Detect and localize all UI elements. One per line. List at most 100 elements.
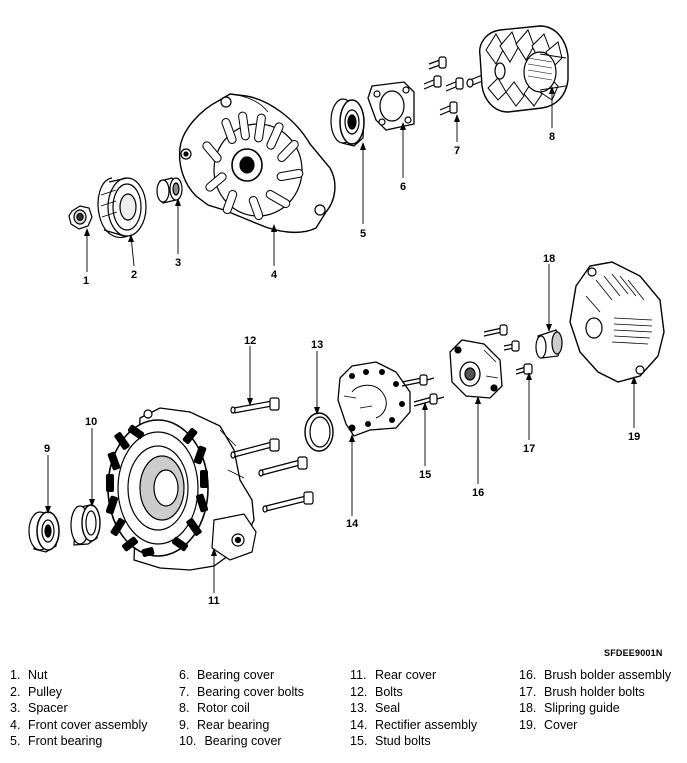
legend-label: Seal — [375, 701, 401, 715]
part-spacer — [156, 177, 183, 204]
legend-label: Rectifier assembly — [375, 717, 478, 732]
legend-label: Spacer — [28, 701, 68, 715]
legend-item: 12.Bolts — [350, 684, 403, 701]
callout-16: 16 — [472, 487, 484, 499]
alternator-exploded-diagram: 1 2 3 4 5 6 7 8 9 10 11 12 13 14 15 16 1… — [28, 25, 665, 607]
callout-14: 14 — [346, 518, 359, 530]
leader-lines — [47, 88, 635, 593]
part-bolts — [230, 397, 314, 513]
legend-number: 13. — [350, 701, 368, 715]
legend-item: 10. Bearing cover — [179, 733, 282, 750]
callout-19: 19 — [628, 431, 640, 443]
legend-column-4: 16. Brush bolder assembly 17. Brush holder… — [519, 667, 671, 734]
legend-item: 18. Slipring guide — [519, 700, 620, 717]
part-pulley — [97, 177, 147, 239]
legend-label: Pulley — [28, 684, 63, 699]
legend-label: Stud bolts — [375, 734, 431, 748]
legend-number: 17. — [519, 684, 537, 699]
callout-11: 11 — [208, 595, 220, 607]
legend-number: 5. — [10, 734, 21, 748]
legend-label: Rear cover — [375, 668, 437, 682]
legend-item: 7. Bearing cover bolts — [179, 684, 304, 701]
legend-label: Bearing cover bolts — [197, 684, 305, 699]
part-rear-bearing — [28, 511, 60, 553]
legend-number: 3. — [10, 701, 21, 715]
callout-7: 7 — [454, 145, 460, 157]
callout-2: 2 — [131, 269, 137, 281]
callout-12: 12 — [244, 335, 256, 347]
legend-number: 10. — [179, 734, 197, 748]
parts-legend: 1. Nut 2. Pulley 3. Spacer 4. Front cover as… — [0, 667, 687, 757]
legend-number: 2. — [10, 684, 21, 699]
legend-number: 11. — [350, 668, 367, 682]
legend-number: 14. — [350, 717, 368, 732]
callout-9: 9 — [44, 443, 50, 455]
legend-number: 16. — [519, 668, 537, 682]
callout-10: 10 — [85, 416, 97, 428]
legend-number: 1. — [10, 668, 21, 682]
legend-label: Slipring guide — [544, 701, 620, 715]
part-nut — [68, 205, 93, 230]
part-rotor-coil — [466, 25, 569, 113]
legend-item: 19.Cover — [519, 717, 577, 734]
callout-18: 18 — [543, 253, 555, 265]
legend-label: Brush holder bolts — [544, 684, 645, 699]
part-rear-cover — [105, 407, 257, 571]
legend-item: 11. Rear cover — [350, 667, 436, 684]
legend-label: Bearing cover — [201, 734, 282, 748]
legend-label: Rear bearing — [197, 717, 270, 732]
legend-number: 12. — [350, 684, 368, 699]
callout-15: 15 — [419, 469, 431, 481]
part-bearing-cover — [367, 81, 415, 131]
callout-8: 8 — [549, 131, 555, 143]
legend-item: 2. Pulley — [10, 684, 62, 701]
legend-column-1: 1. Nut 2. Pulley 3. Spacer 4. Front cover as… — [10, 667, 147, 750]
legend-number: 18. — [519, 701, 537, 715]
legend-item: 6. Bearing cover — [179, 667, 274, 684]
callout-13: 13 — [311, 339, 323, 351]
legend-item: 4. Front cover assembly — [10, 717, 147, 734]
legend-label: Rotor coil — [197, 701, 250, 715]
part-cover — [569, 261, 665, 383]
legend-item: 17. Brush holder bolts — [519, 684, 645, 701]
legend-item: 8. Rotor coil — [179, 700, 250, 717]
callout-5: 5 — [360, 228, 366, 240]
legend-number: 15. — [350, 734, 368, 748]
legend-column-2: 6. Bearing cover 7. Bearing cover bolts 8.… — [179, 667, 304, 750]
legend-label: Cover — [544, 717, 578, 732]
part-front-bearing — [330, 98, 365, 147]
part-seal — [304, 412, 334, 452]
callout-3: 3 — [175, 257, 181, 269]
legend-item: 1. Nut — [10, 667, 47, 684]
legend-number: 6. — [179, 668, 190, 682]
legend-number: 4. — [10, 717, 21, 732]
legend-column-3: 11. Rear cover 12.Bolts 13. Seal 14. Rectif… — [350, 667, 477, 750]
legend-label: Bearing cover — [197, 668, 275, 682]
part-bearing-cover-bolts — [423, 56, 464, 116]
legend-label: Front cover assembly — [28, 717, 148, 732]
legend-item: 3. Spacer — [10, 700, 68, 717]
callout-1: 1 — [83, 275, 89, 287]
legend-item: 16. Brush bolder assembly — [519, 667, 671, 684]
part-brush-holder-bolts — [483, 324, 533, 375]
legend-label: Front bearing — [28, 734, 103, 748]
legend-label: Nut — [28, 668, 48, 682]
callout-4: 4 — [271, 269, 278, 281]
legend-label: Brush bolder assembly — [544, 668, 672, 682]
legend-item: 14. Rectifier assembly — [350, 717, 477, 734]
legend-item: 9. Rear bearing — [179, 717, 269, 734]
legend-number: 7. — [179, 684, 190, 699]
part-rectifier-assembly — [337, 361, 411, 437]
part-stud-bolts — [401, 374, 445, 407]
callout-17: 17 — [523, 443, 535, 455]
diagram-code: SFDEE9001N — [604, 648, 663, 658]
part-front-cover-assembly — [178, 93, 336, 234]
part-bearing-cover-rear — [70, 504, 101, 546]
part-slipring-guide — [535, 329, 563, 359]
legend-number: 9. — [179, 717, 190, 732]
callout-6: 6 — [400, 181, 406, 193]
legend-number: 8. — [179, 701, 190, 715]
legend-item: 15. Stud bolts — [350, 733, 431, 750]
leader-arrows — [45, 86, 637, 556]
legend-item: 13. Seal — [350, 700, 400, 717]
